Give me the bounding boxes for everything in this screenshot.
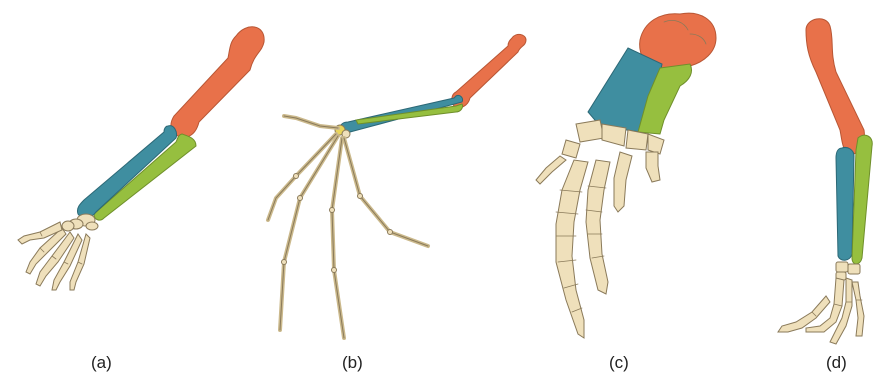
panel-d-radius [836, 147, 854, 260]
panel-b-ulna [356, 104, 463, 124]
panel-label-b: (b) [342, 353, 363, 373]
panel-c-whale-forelimb [536, 13, 716, 338]
panel-a-carpals [62, 214, 98, 231]
panel-label-d: (d) [826, 353, 847, 373]
panel-b-humerus [452, 34, 526, 107]
panel-c-digits [536, 152, 660, 338]
panel-label-c: (c) [609, 353, 629, 373]
panel-label-a: (a) [91, 353, 112, 373]
panel-b-digits [268, 116, 428, 338]
panel-d-forelimb [778, 19, 872, 344]
panel-d-carpals [836, 262, 860, 280]
panel-d-ulna [852, 135, 872, 264]
panel-a-humerus [171, 27, 264, 137]
panel-d-digits [778, 278, 864, 344]
panel-a-human-forelimb [18, 27, 264, 290]
panel-b-bat-forelimb [268, 34, 526, 338]
panel-d-humerus [806, 19, 864, 154]
panel-a-digits [18, 222, 90, 290]
panel-a-ulna [94, 134, 196, 220]
